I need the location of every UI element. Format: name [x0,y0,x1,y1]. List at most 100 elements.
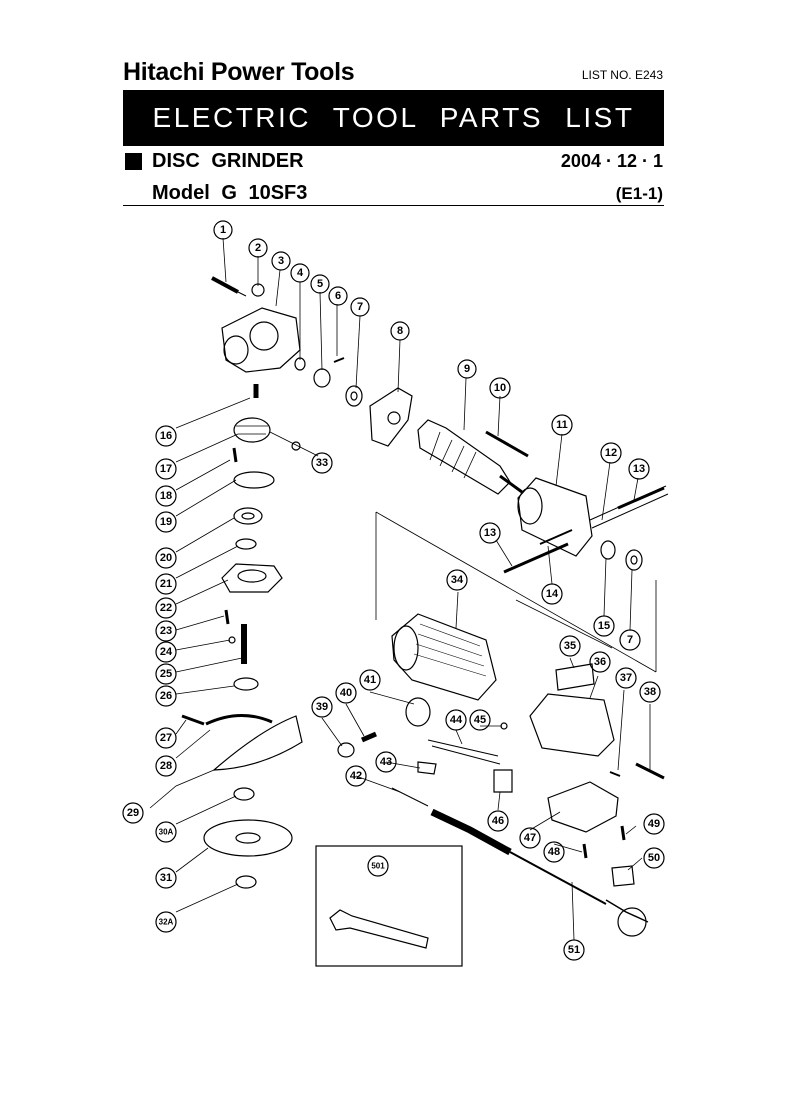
callout: 51 [563,939,585,961]
callout: 16 [155,425,177,447]
callout: 49 [643,813,665,835]
callout: 30A [155,821,177,843]
callout: 38 [639,681,661,703]
svg-text:40: 40 [340,687,352,699]
svg-text:16: 16 [160,430,172,442]
svg-text:24: 24 [160,646,173,658]
callout: 50 [643,847,665,869]
svg-text:25: 25 [160,668,172,680]
svg-text:7: 7 [627,634,633,646]
callout: 19 [155,511,177,533]
svg-text:34: 34 [451,574,464,586]
callout: 17 [155,458,177,480]
svg-text:29: 29 [127,807,139,819]
callout: 23 [155,620,177,642]
callout: 44 [445,709,467,731]
svg-text:5: 5 [317,278,323,290]
svg-text:33: 33 [316,457,328,469]
callout: 21 [155,573,177,595]
sheet-code: (E1-1) [615,184,663,203]
callout-group: 1 2 3 4 5 6 7 8 9 10 11 12 13 13 14 15 7… [122,220,665,961]
svg-text:501: 501 [371,862,385,871]
svg-text:46: 46 [492,815,504,827]
callout: 40 [335,682,357,704]
callout: 22 [155,597,177,619]
callout: 31 [155,867,177,889]
svg-text:15: 15 [598,620,610,632]
svg-text:22: 22 [160,602,172,614]
svg-text:13: 13 [484,527,496,539]
svg-text:47: 47 [524,832,536,844]
svg-text:27: 27 [160,732,172,744]
svg-text:50: 50 [648,852,660,864]
callout: 29 [122,802,144,824]
callout: 37 [615,667,637,689]
svg-text:28: 28 [160,760,172,772]
svg-text:7: 7 [357,301,363,313]
product-name: DISC GRINDER [152,150,304,172]
banner-title: ELECTRIC TOOL PARTS LIST [123,90,664,146]
callout: 20 [155,547,177,569]
callout: 41 [359,669,381,691]
svg-text:3: 3 [278,255,284,267]
svg-text:42: 42 [350,770,362,782]
callout: 5 [310,274,330,294]
svg-text:13: 13 [633,463,645,475]
svg-text:20: 20 [160,552,172,564]
callout: 10 [489,377,511,399]
svg-text:51: 51 [568,944,580,956]
callout: 46 [487,810,509,832]
callout: 1 [213,220,233,240]
svg-text:14: 14 [546,588,559,600]
callout: 25 [155,663,177,685]
svg-text:41: 41 [364,674,376,686]
callout: 43 [375,751,397,773]
callout: 48 [543,841,565,863]
svg-text:4: 4 [297,267,304,279]
svg-text:2: 2 [255,242,261,254]
callout: 7 [350,297,370,317]
callout: 13 [628,458,650,480]
svg-text:12: 12 [605,447,617,459]
callout: 33 [311,452,333,474]
svg-text:44: 44 [450,714,463,726]
svg-text:37: 37 [620,672,632,684]
grouping-lines [375,511,657,673]
svg-text:35: 35 [564,640,576,652]
leader-lines [149,237,651,941]
svg-text:17: 17 [160,463,172,475]
callout: 11 [551,414,573,436]
svg-text:10: 10 [494,382,506,394]
callout: 42 [345,765,367,787]
model-name: Model G 10SF3 [152,182,308,204]
callout: 47 [519,827,541,849]
svg-text:1: 1 [220,224,226,236]
svg-text:39: 39 [316,701,328,713]
svg-text:49: 49 [648,818,660,830]
callout: 18 [155,485,177,507]
svg-text:8: 8 [397,325,403,337]
callout: 3 [271,251,291,271]
callout: 27 [155,727,177,749]
callout: 12 [600,442,622,464]
callout: 4 [290,263,310,283]
callout: 24 [155,641,177,663]
list-number: LIST NO. E243 [581,68,663,82]
callout: 2 [248,238,268,258]
svg-text:32A: 32A [159,918,174,927]
callout: 13 [479,522,501,544]
callout: 35 [559,635,581,657]
svg-text:26: 26 [160,690,172,702]
callout: 36 [589,651,611,673]
svg-text:36: 36 [594,656,606,668]
callout: 7 [619,629,641,651]
svg-text:43: 43 [380,756,392,768]
callout: 45 [469,709,491,731]
svg-text:9: 9 [464,363,470,375]
callout: 14 [541,583,563,605]
list-date: 2004 · 12 · 1 [560,151,663,171]
svg-text:48: 48 [548,846,560,858]
callout: 32A [155,911,177,933]
callout: 9 [457,359,477,379]
